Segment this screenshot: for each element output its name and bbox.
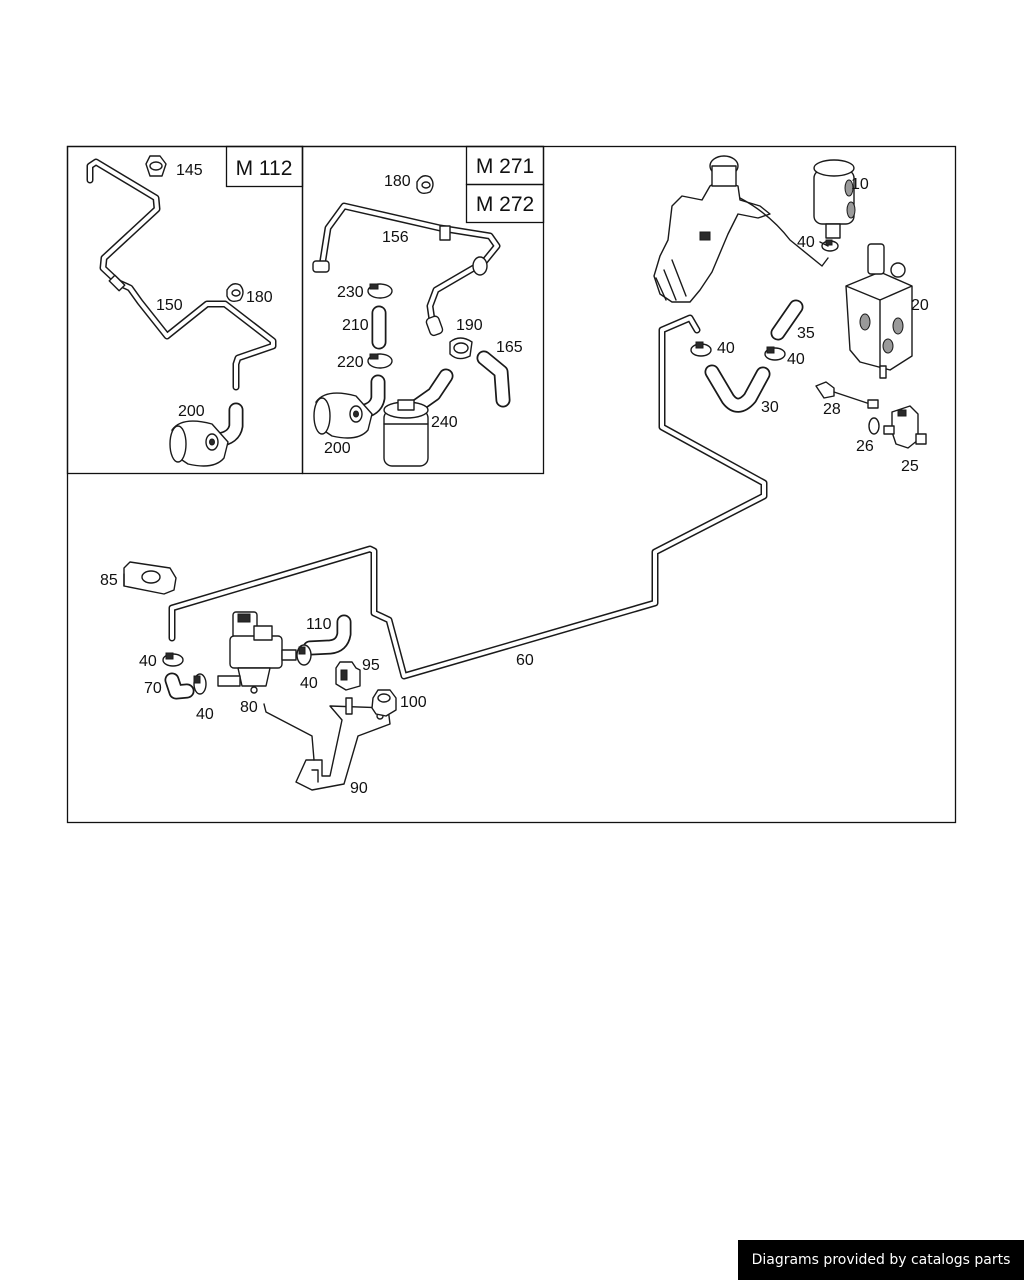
intake-manifold xyxy=(653,155,829,303)
vent-line-150 xyxy=(86,158,277,391)
callout-28: 28 xyxy=(823,401,841,418)
hose-70 xyxy=(164,672,195,700)
clamp-40-b xyxy=(764,346,786,361)
callout-60: 60 xyxy=(516,652,534,669)
callout-40-a: 40 xyxy=(717,340,735,357)
callout-100: 100 xyxy=(400,694,427,711)
callout-240: 240 xyxy=(431,414,458,431)
callout-30: 30 xyxy=(761,399,779,416)
clamp-230 xyxy=(367,283,393,299)
callout-200-m271: 200 xyxy=(324,440,351,457)
hose-35 xyxy=(770,299,804,341)
hose-240 xyxy=(409,368,454,414)
line-150-connector xyxy=(108,274,126,292)
variant-label-m272: M 272 xyxy=(476,193,534,216)
bracket-85 xyxy=(123,561,177,595)
callout-190: 190 xyxy=(456,317,483,334)
callout-40-b: 40 xyxy=(787,351,805,368)
inset-m271-m272 xyxy=(301,145,545,475)
callout-40-f: 40 xyxy=(300,675,318,692)
callout-145: 145 xyxy=(176,162,203,179)
callout-230: 230 xyxy=(337,284,364,301)
variant-box-m112 xyxy=(225,145,304,188)
callout-40-c: 40 xyxy=(797,234,815,251)
callout-40-d: 40 xyxy=(139,653,157,670)
clamp-190 xyxy=(449,337,473,360)
variant-box-m272 xyxy=(465,183,545,224)
callout-10: 10 xyxy=(851,176,869,193)
line-156-end xyxy=(312,260,330,273)
callout-150: 150 xyxy=(156,297,183,314)
line-156-clip xyxy=(439,225,451,241)
seal-26 xyxy=(868,417,880,435)
line-156-elbow xyxy=(425,315,444,337)
purge-valve-80 xyxy=(217,611,297,694)
clamp-40-a xyxy=(690,341,712,357)
clamp-180-m112 xyxy=(226,283,244,303)
callout-85: 85 xyxy=(100,572,118,589)
clamp-40-e xyxy=(193,673,207,695)
clip-95 xyxy=(335,661,361,691)
clamp-145 xyxy=(145,155,167,177)
valve-25 xyxy=(883,405,927,449)
callout-25: 25 xyxy=(901,458,919,475)
callout-95: 95 xyxy=(362,657,380,674)
nut-100 xyxy=(371,689,397,717)
callout-90: 90 xyxy=(350,780,368,797)
clamp-40-c xyxy=(821,239,839,252)
filter-10 xyxy=(813,159,856,239)
hose-30 xyxy=(704,364,771,413)
clamp-180-m271 xyxy=(416,175,434,195)
callout-180-m112: 180 xyxy=(246,289,273,306)
vent-line-60 xyxy=(168,314,768,680)
clamp-40-f xyxy=(296,644,312,666)
hose-165 xyxy=(476,350,511,408)
canister-200-m112 xyxy=(169,420,229,467)
bracket-90 xyxy=(263,697,391,791)
callout-40-e: 40 xyxy=(196,706,214,723)
callout-110: 110 xyxy=(306,616,332,633)
sensor-28 xyxy=(815,381,879,409)
clamp-40-d xyxy=(162,652,184,667)
variant-label-m271: M 271 xyxy=(476,155,534,178)
callout-156: 156 xyxy=(382,229,409,246)
callout-220: 220 xyxy=(337,354,364,371)
reservoir-m271 xyxy=(383,399,429,467)
callout-26: 26 xyxy=(856,438,874,455)
canister-200-m271 xyxy=(313,392,373,439)
clamp-220 xyxy=(367,353,393,369)
callout-35: 35 xyxy=(797,325,815,342)
callout-210: 210 xyxy=(342,317,369,334)
callout-20: 20 xyxy=(911,297,929,314)
line-156-grommet xyxy=(472,256,488,276)
credit-banner: Diagrams provided by catalogs parts xyxy=(738,1240,1024,1280)
callout-200-m112: 200 xyxy=(178,403,205,420)
callout-180-m271: 180 xyxy=(384,173,411,190)
vent-line-156 xyxy=(318,202,501,324)
charcoal-canister-20 xyxy=(845,243,913,379)
leader-40-c xyxy=(819,241,829,247)
variant-label-m112: M 112 xyxy=(236,157,293,180)
callout-165: 165 xyxy=(496,339,523,356)
hose-110 xyxy=(302,614,352,656)
callout-80: 80 xyxy=(240,699,258,716)
callout-70: 70 xyxy=(144,680,162,697)
